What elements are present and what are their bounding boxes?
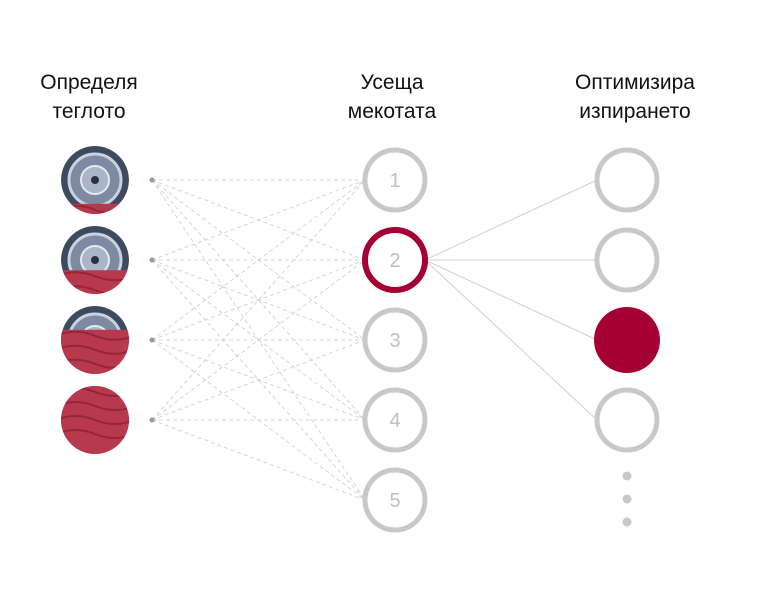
solid-connection-line xyxy=(424,179,598,261)
fabric-fold xyxy=(61,330,129,341)
input-connections xyxy=(151,179,366,501)
solid-connection-line xyxy=(424,259,598,341)
title-line: Усеща xyxy=(360,71,424,94)
drum-center xyxy=(91,176,99,184)
fabric-fold xyxy=(61,344,129,355)
softness-ring xyxy=(362,387,428,453)
softness-ring-selected xyxy=(362,227,428,293)
laundry-fill xyxy=(61,270,129,294)
load-level-node xyxy=(61,386,155,454)
softness-label: 2 xyxy=(389,250,400,272)
connection-dot xyxy=(149,417,155,423)
rinse-option-selected xyxy=(594,307,660,373)
title-line: Оптимизира xyxy=(575,71,695,94)
rinse-option xyxy=(594,227,660,293)
softness-node: 2 xyxy=(362,227,428,293)
softness-node: 3 xyxy=(362,307,428,373)
load-level-node xyxy=(61,306,155,374)
laundry-fill xyxy=(61,386,129,454)
column-title-load: Определя теглото xyxy=(0,68,184,126)
softness-node: 1 xyxy=(362,147,428,213)
output-connections xyxy=(424,179,598,421)
dashed-connection-line xyxy=(151,179,366,261)
softness-node: 5 xyxy=(362,467,428,533)
dashed-connection-line xyxy=(151,339,366,421)
ellipsis-dot xyxy=(622,517,632,527)
connection-dot xyxy=(149,177,155,183)
dashed-connection-line xyxy=(151,259,366,501)
dashed-connection-line xyxy=(151,259,366,421)
dashed-connection-line xyxy=(151,259,366,341)
more-options-ellipsis xyxy=(622,471,632,527)
dashed-connection-line xyxy=(151,179,366,421)
title-line: теглото xyxy=(52,100,126,123)
softness-ring xyxy=(362,147,428,213)
rinse-option xyxy=(594,147,660,213)
fabric-fold xyxy=(61,415,129,425)
dashed-connection-line xyxy=(151,419,366,501)
solid-connection-line xyxy=(424,259,598,421)
dashed-connection-line xyxy=(151,179,366,421)
softness-ring xyxy=(362,307,428,373)
column-title-fabric: Усеща мекотата xyxy=(297,68,487,126)
softness-node: 4 xyxy=(362,387,428,453)
fabric-fold xyxy=(61,271,129,282)
connection-dot xyxy=(149,337,155,343)
softness-label: 1 xyxy=(389,170,400,192)
drum-center xyxy=(91,256,99,264)
ellipsis-dot xyxy=(622,494,632,504)
column-title-rinse: Оптимизира изпирането xyxy=(540,68,730,126)
ellipsis-dot xyxy=(622,471,632,481)
title-line: мекотата xyxy=(347,100,437,123)
fabric-fold xyxy=(61,401,129,411)
softness-label: 4 xyxy=(389,410,400,432)
connection-dot xyxy=(149,257,155,263)
title-line: изпирането xyxy=(579,100,691,123)
fabric-fold xyxy=(61,429,129,439)
softness-label: 5 xyxy=(389,490,400,512)
title-line: Определя xyxy=(40,71,138,94)
dashed-connection-line xyxy=(151,179,366,341)
load-level-node xyxy=(61,146,155,214)
rinse-option xyxy=(594,387,660,453)
softness-ring xyxy=(362,467,428,533)
fabric-fold xyxy=(61,372,129,374)
softness-label: 3 xyxy=(389,330,400,352)
